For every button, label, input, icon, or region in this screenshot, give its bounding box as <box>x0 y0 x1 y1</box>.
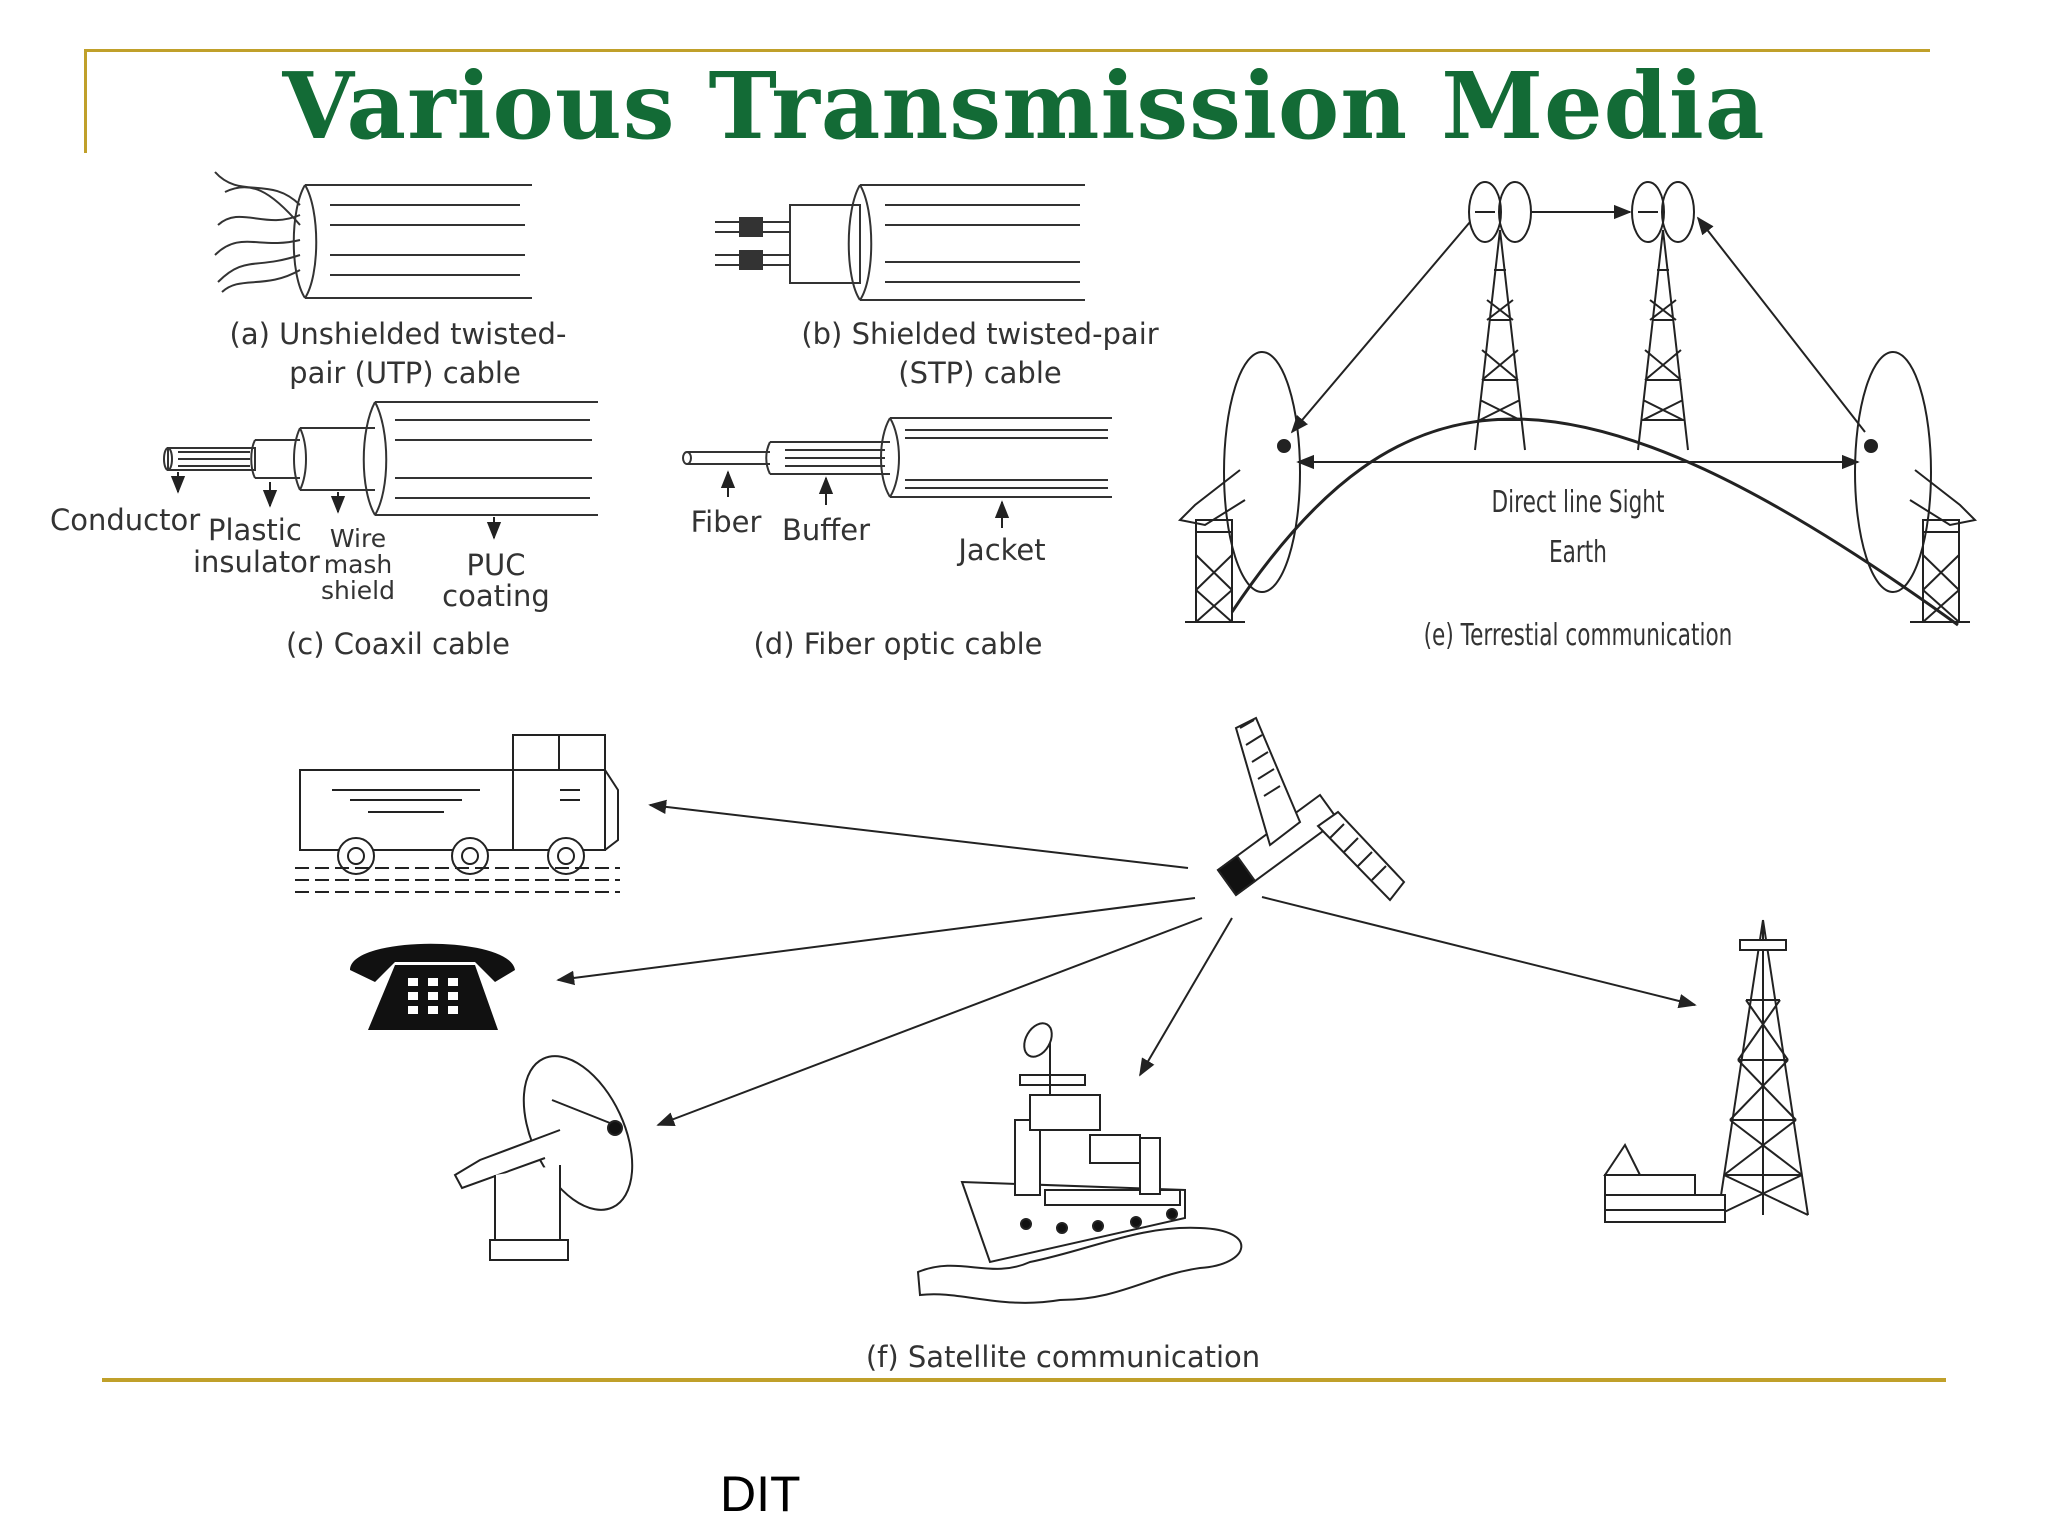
fiber-caption: (d) Fiber optic cable <box>753 627 1042 661</box>
top-rule <box>84 49 1930 52</box>
ground-dish-icon <box>453 1055 634 1261</box>
terrestrial-illustration <box>1177 181 1978 627</box>
coax-label-conductor: Conductor <box>50 503 200 537</box>
coax-label-shield-line1: Wire <box>330 524 386 553</box>
fiber-label-buffer: Buffer <box>782 513 870 547</box>
truck-icon <box>295 734 620 893</box>
telephone-icon <box>350 943 515 1030</box>
coax-caption: (c) Coaxil cable <box>286 627 510 661</box>
utp-caption-line1: (a) Unshielded twisted- <box>230 317 567 351</box>
satellite-icon <box>1216 716 1406 902</box>
utp-caption-line2: pair (UTP) cable <box>289 356 521 390</box>
terrestrial-caption: (e) Terrestial communication <box>1424 619 1733 653</box>
fiber-label-jacket: Jacket <box>956 533 1045 567</box>
coax-label-arrows <box>170 472 502 540</box>
coax-label-insulator-line2: insulator <box>193 545 320 579</box>
coax-label-shield-line2: mash <box>324 550 393 579</box>
bottom-rule <box>102 1378 1946 1382</box>
slide-title: Various Transmission Media <box>282 52 1766 160</box>
terrestrial-link-arrows <box>1290 204 1866 470</box>
terrestrial-label-line2: Earth <box>1549 536 1607 570</box>
left-rule <box>84 49 87 153</box>
stp-caption-line1: (b) Shielded twisted-pair <box>801 317 1158 351</box>
footer-label: DIT <box>720 1466 801 1522</box>
satellite-caption: (f) Satellite communication <box>866 1340 1260 1374</box>
radio-tower-icon <box>1603 919 1809 1223</box>
stp-caption-line2: (STP) cable <box>898 356 1061 390</box>
satellite-link-arrows <box>556 799 1697 1126</box>
ship-icon <box>916 1022 1243 1304</box>
fiber-label-arrows <box>720 470 1010 528</box>
terrestrial-label-line1: Direct line Sight <box>1492 486 1665 520</box>
coax-label-coating-line1: PUC <box>467 548 526 582</box>
fiber-cable-illustration <box>682 417 1112 498</box>
coax-label-coating-line2: coating <box>442 579 550 613</box>
coax-label-shield-line3: shield <box>321 576 395 605</box>
coax-cable-illustration <box>163 401 598 516</box>
fiber-label-fiber: Fiber <box>691 505 762 539</box>
stp-cable-illustration <box>715 184 1085 301</box>
coax-label-insulator-line1: Plastic <box>208 513 302 547</box>
utp-cable-illustration <box>214 171 532 299</box>
